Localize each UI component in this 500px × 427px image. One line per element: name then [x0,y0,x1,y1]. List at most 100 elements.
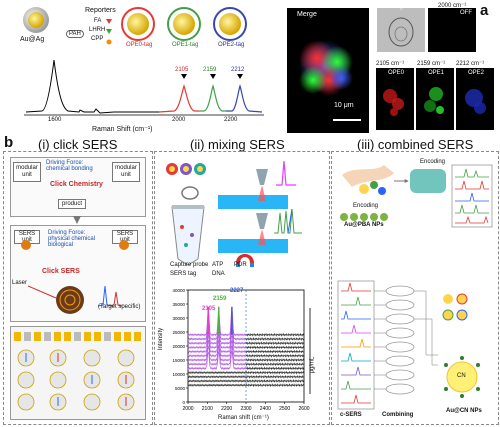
spectrum-tail [245,349,305,354]
mixing-sers-frame [154,151,330,425]
channel-ope0-image [376,68,414,130]
driving-force-chemical: Driving Force: chemical bonding [46,160,93,172]
channel-ope2-image [456,68,494,130]
spectrum-series [187,345,247,366]
modular-unit-left: modular unit [13,162,41,182]
legend-atp: ATP [212,262,224,268]
spectrum-tail [245,366,305,371]
y-tick-label: 10000 [172,372,185,377]
spectrum-series [187,306,247,337]
off-image [428,8,476,52]
x-tick-label: 2400 [260,406,271,412]
off-label: OFF [460,10,472,16]
ope0-signal-icon [383,89,404,116]
merge-cell-icon [299,40,361,121]
combined-scheme-icon [337,164,493,410]
chart-peak-2159: 2159 [213,296,227,302]
y-tick-label: 40000 [172,288,185,293]
x-tick-label: 2600 [298,406,309,412]
ope2-signal-icon [465,89,486,114]
spectrum-tail [245,332,305,337]
spectrum-series [187,370,247,375]
spectrum-series [187,375,247,379]
spectrum-tail [245,362,305,367]
sers-array-grid-icon [14,332,141,411]
x-tick-label: 2300 [240,406,251,412]
encoding-label-2: Encoding [353,203,379,209]
spectrum-series [187,383,247,387]
subtitle-combined-sers: (iii) combined SERS [357,137,474,152]
merge-label: Merge [297,11,317,18]
reporter-fa: FA [94,18,102,24]
y-tick-label: 5000 [175,386,186,391]
reporter-lhrh: LHRH [89,27,106,33]
spectrum-tail [245,370,305,375]
y-tick-label: 30000 [172,316,185,321]
tag-ope1: OPE1-tag [172,42,199,48]
down-arrow-icon [73,216,81,224]
spectrum-series [187,327,247,354]
click-sers-target-icon [28,285,123,314]
combined-sers-frame [331,151,499,425]
mixing-scheme-icon [166,160,302,267]
y-tick-label: 0 [182,400,185,405]
click-sers-label: Click SERS [42,268,80,275]
peak-2105: 2105 [175,67,189,73]
au-ag-label: Au@Ag [20,36,45,43]
tag-particles-icon [121,7,247,41]
bright-label: Bright [392,4,408,10]
scale-bar-label: 10 μm [334,102,354,109]
pah-label: PAH [66,30,84,38]
y-tick-label: 20000 [172,344,185,349]
tag-ope0: OPE0-tag [126,42,153,48]
au-cn-label: Au@CN NPs [446,408,482,414]
wn-2159: 2159 cm⁻¹ [417,61,446,67]
legend-capture-probe: Capture probe [170,262,209,268]
product-label: product [58,199,87,209]
legend-dna: DNA [212,271,225,277]
wn-2212: 2212 cm⁻¹ [456,61,485,67]
chart-side-label: μg/mL [309,356,316,374]
driving-force-physical: Driving Force: physical chemical biologi… [48,230,96,248]
legend-sers-tag: SERS tag [170,271,197,277]
spectrum-series [187,317,247,345]
bright-cell-icon [388,17,414,47]
x-tick-1600: 1600 [48,117,62,123]
channel-label-ope0: OPE0 [388,70,405,76]
reporters-label: Reporters [85,7,116,14]
spectrum-series [187,351,247,371]
panel-a-letter: a [480,2,489,19]
laser-label: Laser [12,280,28,286]
peak-2159: 2159 [203,67,217,73]
x-tick-2000: 2000 [172,117,186,123]
spectrum-series [187,323,247,350]
spectrum-tail [245,374,305,379]
y-tick-label: 15000 [172,358,185,363]
c-sers-label: c-SERS [340,412,362,418]
spectrum-series [187,333,247,358]
spectrum-series [187,311,247,341]
y-tick-label: 25000 [172,330,185,335]
raman-spectrum-plot [24,59,264,116]
spectrum-tail [245,353,305,358]
chart-y-label: Intensity [158,327,165,351]
tag-ope2: OPE2-tag [218,42,245,48]
ope1-signal-icon [424,87,444,114]
modular-unit-right: modular unit [112,162,140,182]
x-tick-label: 2200 [221,406,232,412]
combining-label: Combining [382,412,414,418]
sers-unit-particles-icon [21,240,129,250]
au-ag-particle-icon [23,7,49,33]
au-pba-label: Au@PBA NPs [344,222,384,228]
reporter-cpp: CPP [91,36,104,42]
off-wavenumber: 2000 cm⁻¹ [438,3,467,9]
chart-peak-2227: 2227 [230,288,244,294]
x-tick-label: 2100 [202,406,213,412]
panel-b-letter: b [4,134,14,151]
merge-image [287,8,369,133]
chart-peak-2105: 2105 [202,306,216,312]
spectrum-tail [245,383,305,388]
cn-label: CN [457,373,466,379]
target-specific-label: (Target specific) [98,304,141,310]
spectrum-tail [245,345,305,350]
